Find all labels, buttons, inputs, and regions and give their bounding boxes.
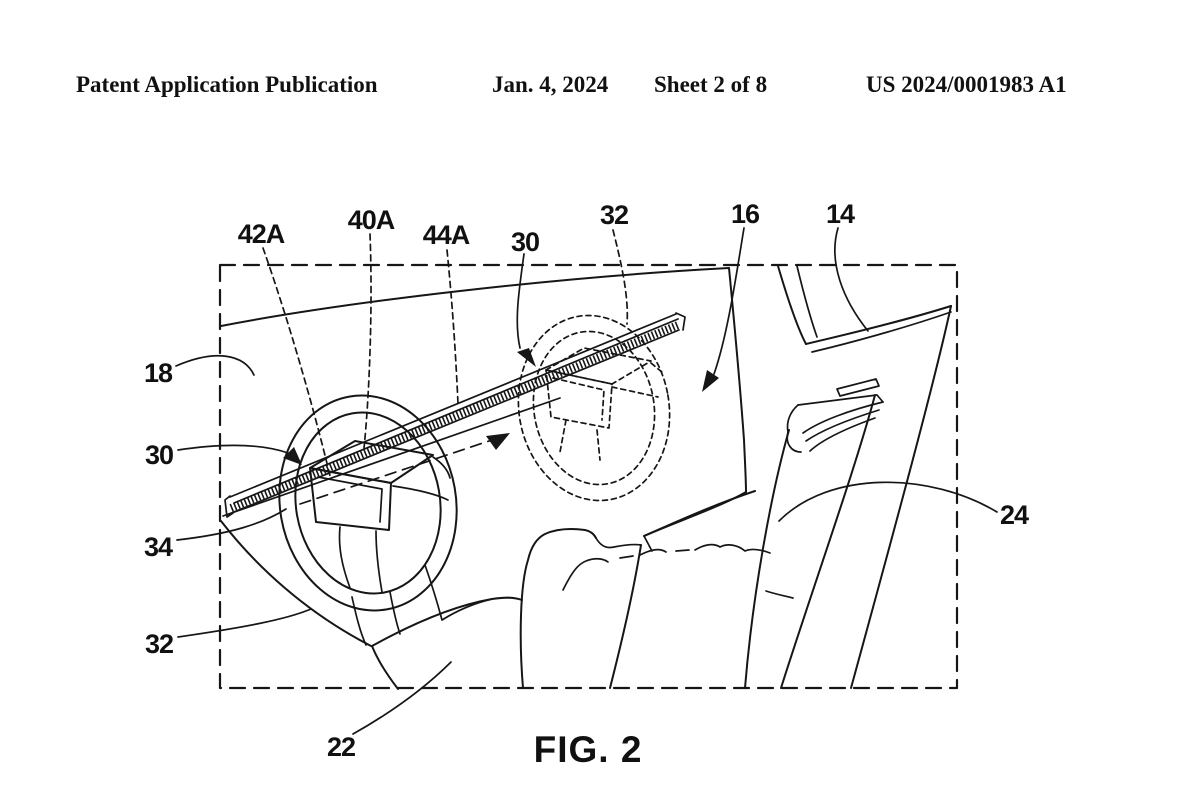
cabin-boundary-box bbox=[218, 263, 959, 690]
seat-right bbox=[744, 305, 952, 689]
leader-44A bbox=[446, 249, 459, 405]
seat-right-seam bbox=[765, 590, 794, 599]
door-armrest bbox=[786, 394, 884, 453]
seat-right-back-mid bbox=[780, 394, 876, 689]
steering-wheel-left bbox=[278, 394, 458, 646]
ref-label-32-left: 32 bbox=[145, 629, 173, 659]
rear-cushion-corner bbox=[643, 535, 653, 552]
leader-30-left bbox=[177, 444, 289, 454]
wheel-right-spoke bbox=[392, 456, 451, 501]
phantom-display-front bbox=[545, 369, 613, 429]
display-front-face bbox=[309, 467, 392, 531]
wheel-inner-rim bbox=[294, 411, 442, 595]
leader-22 bbox=[352, 661, 452, 735]
phantom-outer-rim bbox=[517, 314, 671, 502]
rail-bottom-line bbox=[228, 329, 680, 515]
ref-label-22: 22 bbox=[327, 732, 355, 762]
phantom-inner-rim bbox=[532, 330, 656, 486]
leader-lines bbox=[175, 227, 998, 735]
door-pull-handle bbox=[836, 378, 880, 397]
leader-32-top bbox=[612, 229, 629, 325]
ref-label-44A: 44A bbox=[423, 220, 470, 250]
seat-left-back-top-dip bbox=[595, 537, 642, 549]
break-line-b bbox=[619, 555, 634, 559]
ref-label-30-left: 30 bbox=[145, 440, 173, 470]
cushion-top-edge bbox=[371, 596, 523, 647]
dashboard bbox=[220, 267, 747, 647]
display-screen-inset bbox=[317, 476, 383, 523]
rail-top-line-1 bbox=[229, 313, 677, 498]
rail-motion-line bbox=[299, 439, 493, 505]
armrest-front-cap bbox=[786, 431, 802, 453]
dashboard-lower-silhouette bbox=[220, 520, 372, 647]
seat-left-and-cushions bbox=[371, 490, 771, 690]
dashboard-top-edge bbox=[220, 267, 730, 327]
seat-right-back-front bbox=[744, 429, 790, 689]
reference-numerals: 42A 40A 44A 30 32 16 14 18 30 34 32 24 2… bbox=[144, 199, 1030, 762]
seat-left-back-left-edge bbox=[519, 528, 597, 689]
rail-right-end-cap bbox=[675, 312, 686, 331]
rail-left-end-cap bbox=[224, 495, 234, 518]
leader-24 bbox=[778, 481, 998, 522]
header-doc-number: US 2024/0001983 A1 bbox=[866, 72, 1067, 97]
steering-wheel-phantom bbox=[517, 314, 671, 502]
page-header: Patent Application Publication Jan. 4, 2… bbox=[76, 72, 1067, 97]
arrowhead-30-left bbox=[283, 447, 302, 465]
leader-42A bbox=[262, 247, 331, 477]
wheel-lower-spoke bbox=[338, 526, 383, 593]
ref-label-32-top: 32 bbox=[600, 200, 628, 230]
ref-label-14: 14 bbox=[826, 199, 855, 229]
armrest-top-edge bbox=[797, 394, 884, 406]
armrest-left-edge bbox=[786, 404, 799, 433]
leader-32-left bbox=[177, 608, 312, 638]
leader-14 bbox=[834, 227, 869, 332]
rail-hatch-band bbox=[229, 321, 680, 512]
ref-label-42A: 42A bbox=[238, 219, 285, 249]
door-panel bbox=[777, 265, 952, 453]
arrowhead-30-top bbox=[517, 348, 536, 367]
break-line-e bbox=[694, 543, 771, 554]
ref-label-40A: 40A bbox=[348, 205, 395, 235]
header-publication: Patent Application Publication bbox=[76, 72, 378, 97]
header-date: Jan. 4, 2024 bbox=[492, 72, 609, 97]
arrowhead-16 bbox=[702, 370, 719, 392]
leader-40A bbox=[363, 233, 372, 449]
break-line-d bbox=[675, 549, 690, 552]
window-sill-top bbox=[805, 305, 952, 345]
break-line-a bbox=[562, 557, 609, 591]
leader-18 bbox=[175, 354, 255, 376]
rear-cushion-top-edge bbox=[643, 490, 756, 537]
dashboard-crease-line bbox=[222, 397, 561, 517]
ref-label-18: 18 bbox=[144, 358, 173, 388]
leader-30-top bbox=[516, 253, 525, 349]
steering-column bbox=[351, 591, 401, 646]
rail-top-line-2 bbox=[233, 318, 679, 504]
dashed-border bbox=[218, 263, 959, 690]
window-sill-bottom bbox=[811, 311, 952, 353]
ref-label-24: 24 bbox=[1000, 500, 1029, 530]
leader-16 bbox=[713, 227, 745, 375]
leader-34 bbox=[176, 508, 287, 541]
display-rail bbox=[224, 312, 686, 518]
phantom-screen-inset bbox=[552, 377, 605, 421]
ref-label-34: 34 bbox=[144, 532, 173, 562]
break-line-c bbox=[639, 548, 667, 556]
cushion-side-bolster bbox=[424, 564, 493, 621]
ref-label-16: 16 bbox=[731, 199, 760, 229]
seat-right-back-outer bbox=[850, 305, 952, 689]
phantom-spokes bbox=[559, 362, 664, 461]
rail-motion-arrowhead bbox=[486, 433, 510, 450]
seat-left-back-right-edge bbox=[609, 544, 642, 689]
figure-caption: FIG. 2 bbox=[534, 729, 643, 770]
door-pillar-outer bbox=[777, 265, 807, 345]
ref-label-30-top: 30 bbox=[511, 227, 539, 257]
header-sheet: Sheet 2 of 8 bbox=[654, 72, 767, 97]
cushion-front-edge bbox=[371, 645, 399, 690]
wheel-outer-rim bbox=[278, 394, 458, 612]
dashboard-right-edge bbox=[728, 267, 747, 493]
door-pillar-inner bbox=[796, 265, 818, 338]
